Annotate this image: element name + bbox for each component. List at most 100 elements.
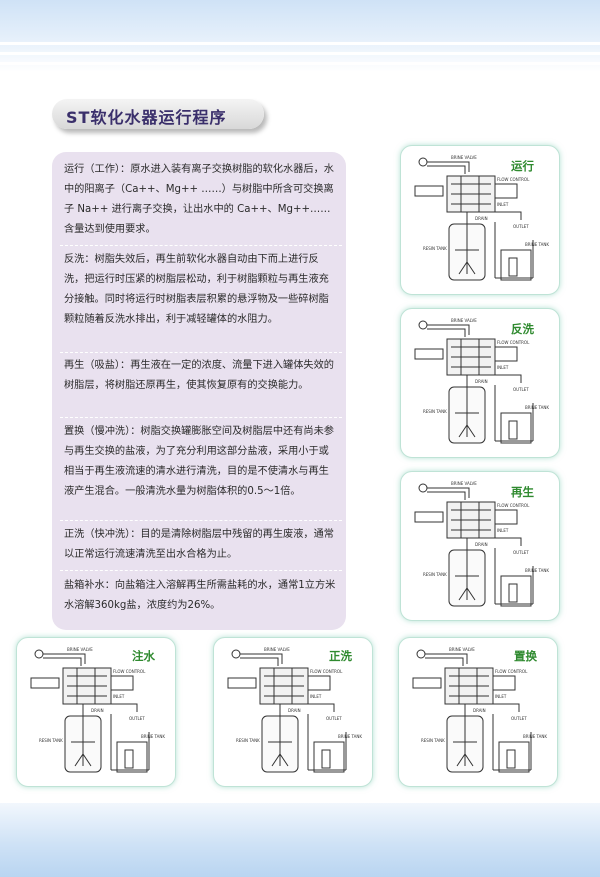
flow-control-port (110, 675, 134, 691)
banner-stripe (0, 62, 600, 65)
diagram-label: 运行 (511, 159, 534, 173)
valve-internals (451, 502, 491, 538)
flow-control-label: FLOW CONTROL (497, 503, 530, 508)
riser-tube (455, 375, 479, 437)
drain-label: DRAIN (475, 542, 488, 547)
page-title: ST软化水器运行程序 (66, 108, 227, 127)
flow-control-label: FLOW CONTROL (497, 177, 530, 182)
riser-tube (268, 704, 292, 766)
brine-tank (500, 249, 532, 281)
brine-valve-knob (418, 483, 428, 493)
brine-well (321, 749, 331, 769)
flow-control-port (494, 346, 518, 362)
flow-control-label: FLOW CONTROL (497, 340, 530, 345)
section-divider (60, 417, 342, 418)
outlet-pipe (308, 703, 335, 712)
inlet-label: INLET (497, 202, 509, 207)
section-brine-refill: 盐箱补水：向盐箱注入溶解再生所需盐耗的水，通常1立方米水溶解360kg盐，浓度约… (64, 580, 336, 611)
left-port (227, 677, 257, 689)
left-port (414, 511, 444, 523)
top-banner (0, 0, 600, 72)
resin-tank-label: RESIN TANK (421, 738, 445, 743)
brine-valve-knob (231, 649, 241, 659)
brine-well (508, 583, 518, 603)
inlet-label: INLET (497, 528, 509, 533)
distributor (456, 753, 474, 767)
valve-internals (264, 668, 304, 704)
outlet-pipe (495, 211, 522, 220)
outlet-pipe (495, 537, 522, 546)
flow-control-label: FLOW CONTROL (310, 669, 343, 674)
section-divider (60, 570, 342, 571)
brine-tank-label: BRINE TANK (525, 242, 549, 247)
distributor (271, 753, 289, 767)
section-regeneration: 再生（吸盐）：再生液在一定的浓度、流量下进入罐体失效的树脂层，将树脂还原再生，使… (64, 360, 334, 391)
resin-tank-label: RESIN TANK (423, 246, 447, 251)
valve-internals (449, 668, 489, 704)
valve-internals (451, 339, 491, 375)
flow-control-port (492, 675, 516, 691)
brine-line (43, 653, 86, 666)
brine-line (240, 653, 283, 666)
diagram-label: 再生 (511, 485, 534, 499)
banner-stripe (0, 52, 600, 55)
diagram-service: BRINE VALVE FLOW CONTROL DRAIN INLET OUTLET R… (414, 155, 549, 281)
section-fast-rinse: 正洗（快冲洗）：目的是清除树脂层中残留的再生废液，通常以正常运行流速清洗至出水合… (64, 529, 334, 560)
flow-control-port (494, 183, 518, 199)
brine-tank-label: BRINE TANK (338, 734, 362, 739)
drain-label: DRAIN (91, 708, 104, 713)
diagram-label: 置换 (514, 649, 537, 663)
brine-tank (116, 741, 148, 773)
drain-label: DRAIN (475, 216, 488, 221)
left-port (414, 185, 444, 197)
brine-tank-label: BRINE TANK (525, 405, 549, 410)
distributor (458, 424, 476, 438)
resin-tank-label: RESIN TANK (423, 572, 447, 577)
outlet-label: OUTLET (513, 224, 529, 229)
diagram-label: 正洗 (329, 649, 352, 663)
riser-tube (455, 212, 479, 274)
brine-tank (498, 741, 530, 773)
flow-control-label: FLOW CONTROL (495, 669, 528, 674)
inlet-label: INLET (310, 694, 322, 699)
left-port (30, 677, 60, 689)
brine-well (124, 749, 134, 769)
section-slow-rinse: 置换（慢冲洗）：树脂交换罐膨胀空间及树脂层中还有尚未参与再生交换的盐液，为了充分… (64, 426, 334, 497)
distributor (74, 753, 92, 767)
outlet-label: OUTLET (129, 716, 145, 721)
resin-tank-label: RESIN TANK (423, 409, 447, 414)
brine-tank (313, 741, 345, 773)
brine-tank (500, 412, 532, 444)
brine-well (508, 420, 518, 440)
valve-internals (451, 176, 491, 212)
left-port (412, 677, 442, 689)
brine-tank-label: BRINE TANK (525, 568, 549, 573)
banner-stripe (0, 42, 600, 45)
brine-line (427, 324, 470, 337)
brine-valve-label: BRINE VALVE (451, 155, 477, 160)
brine-valve-knob (418, 320, 428, 330)
resin-tank-label: RESIN TANK (236, 738, 260, 743)
inlet-label: INLET (497, 365, 509, 370)
outlet-pipe (111, 703, 138, 712)
brine-valve-label: BRINE VALVE (451, 318, 477, 323)
brine-well (506, 749, 516, 769)
distributor (458, 587, 476, 601)
flow-control-label: FLOW CONTROL (113, 669, 146, 674)
section-backwash: 反洗：树脂失效后，再生前软化水器自动由下而上进行反洗，把运行时压紧的树脂层松动，… (64, 254, 329, 325)
inlet-label: INLET (495, 694, 507, 699)
riser-tube (71, 704, 95, 766)
brine-valve-knob (418, 157, 428, 167)
brine-valve-knob (34, 649, 44, 659)
diagram-label: 反洗 (511, 322, 534, 336)
diagram-label: 注水 (132, 649, 155, 663)
section-divider (60, 520, 342, 521)
resin-tank-label: RESIN TANK (39, 738, 63, 743)
brine-valve-label: BRINE VALVE (451, 481, 477, 486)
